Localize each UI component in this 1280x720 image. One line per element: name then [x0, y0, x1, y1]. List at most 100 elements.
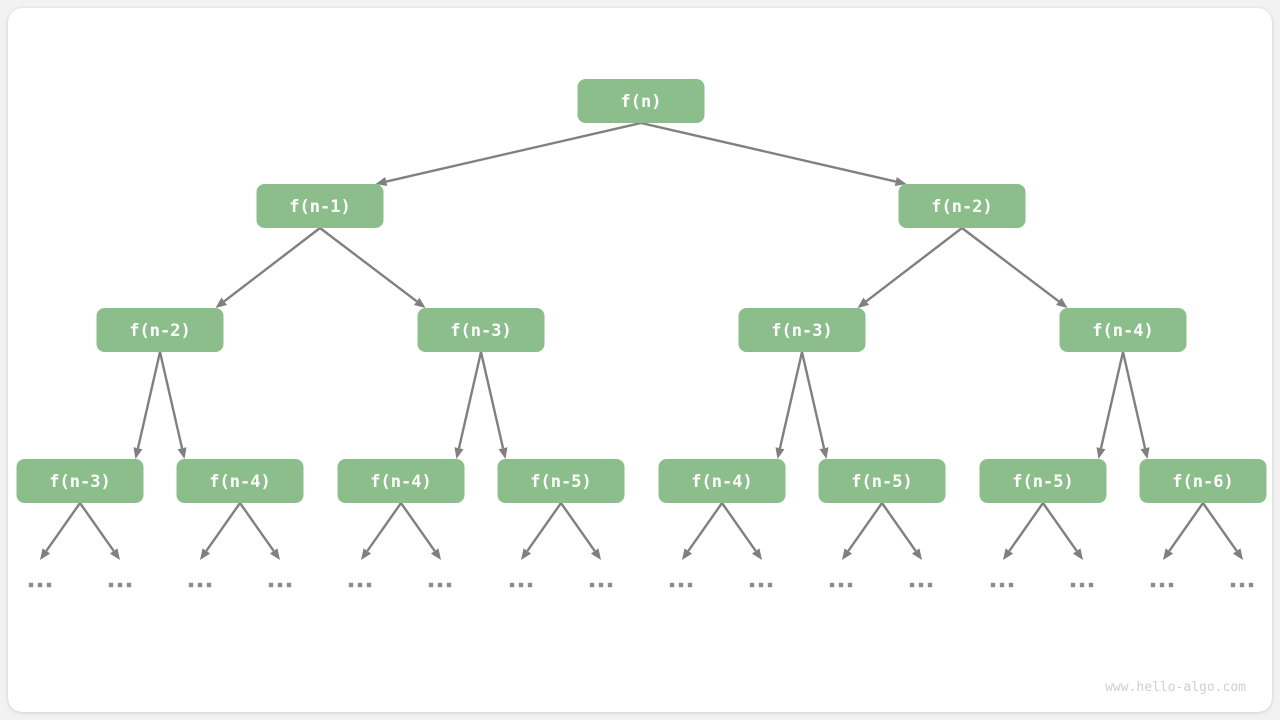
tree-node[interactable]: f(n-2) — [898, 184, 1026, 228]
arrow-head-icon — [1072, 548, 1083, 560]
tree-node[interactable]: f(n-5) — [979, 459, 1107, 503]
ellipsis-dot — [1008, 582, 1014, 588]
tree-node[interactable]: f(n) — [577, 79, 705, 123]
arrow-head-icon — [215, 297, 228, 308]
leaf-edge — [1202, 502, 1243, 560]
edge-line — [721, 502, 757, 552]
node-box — [738, 308, 866, 352]
tree-edge — [479, 351, 508, 459]
tree-edge — [1096, 351, 1125, 459]
node-box — [818, 459, 946, 503]
ellipsis-marker — [1150, 582, 1174, 588]
tree-node[interactable]: f(n-1) — [256, 184, 384, 228]
tree-node[interactable]: f(n-6) — [1139, 459, 1267, 503]
edge-line — [687, 502, 723, 552]
node-box — [497, 459, 625, 503]
ellipsis-dot — [46, 582, 52, 588]
node-box — [16, 459, 144, 503]
ellipsis-dot — [348, 582, 354, 588]
ellipsis-dot — [206, 582, 212, 588]
ellipsis-dot — [1230, 582, 1236, 588]
node-box — [256, 184, 384, 228]
edge-line — [778, 351, 804, 449]
node-label: f(n-4) — [370, 472, 431, 492]
node-box — [577, 79, 705, 123]
leaf-edge — [361, 502, 402, 560]
ellipsis-dot — [767, 582, 773, 588]
edge-line — [847, 502, 883, 552]
arrow-head-icon — [751, 548, 762, 560]
ellipsis-marker — [509, 582, 533, 588]
arrow-head-icon — [200, 548, 211, 560]
edge-line — [136, 351, 162, 449]
ellipsis-dot — [909, 582, 915, 588]
ellipsis-marker — [108, 582, 132, 588]
node-label: f(n-2) — [931, 197, 992, 217]
tree-node[interactable]: f(n-5) — [497, 459, 625, 503]
edge-line — [319, 227, 418, 303]
tree-node[interactable]: f(n-4) — [176, 459, 304, 503]
tree-node[interactable]: f(n-5) — [818, 459, 946, 503]
node-box — [337, 459, 465, 503]
tree-edge — [961, 227, 1068, 308]
ellipsis-dot — [437, 582, 443, 588]
ellipsis-dot — [749, 582, 755, 588]
ellipsis-dot — [589, 582, 595, 588]
ellipsis-dot — [37, 582, 43, 588]
edge-line — [1168, 502, 1204, 552]
tree-node[interactable]: f(n-4) — [337, 459, 465, 503]
tree-edge — [133, 351, 162, 459]
arrow-head-icon — [894, 177, 907, 187]
edge-line — [961, 227, 1060, 303]
arrow-head-icon — [430, 548, 441, 560]
ellipsis-dot — [1248, 582, 1254, 588]
ellipsis-dot — [838, 582, 844, 588]
edge-line — [1008, 502, 1044, 552]
ellipsis-dot — [126, 582, 132, 588]
node-label: f(n-4) — [691, 472, 752, 492]
ellipsis-dot — [758, 582, 764, 588]
tree-node[interactable]: f(n-4) — [658, 459, 786, 503]
node-label: f(n-3) — [771, 321, 832, 341]
arrow-head-icon — [521, 548, 532, 560]
leaf-edge — [842, 502, 883, 560]
edge-line — [865, 227, 963, 303]
ellipsis-marker — [428, 582, 452, 588]
diagram-card — [8, 8, 1272, 712]
node-label: f(n-4) — [209, 472, 270, 492]
tree-node[interactable]: f(n-3) — [417, 308, 545, 352]
arrow-head-icon — [1055, 297, 1068, 308]
ellipsis-marker — [829, 582, 853, 588]
edge-line — [385, 121, 642, 183]
tree-node[interactable]: f(n-4) — [1059, 308, 1187, 352]
tree-node[interactable]: f(n-3) — [738, 308, 866, 352]
tree-node[interactable]: f(n-3) — [16, 459, 144, 503]
ellipsis-marker — [188, 582, 212, 588]
arrow-head-icon — [177, 447, 187, 459]
arrow-head-icon — [133, 447, 143, 459]
arrow-head-icon — [109, 548, 120, 560]
ellipsis-dot — [990, 582, 996, 588]
edges-layer — [40, 121, 1243, 560]
tree-edge — [775, 351, 804, 459]
edge-line — [881, 502, 917, 552]
arrow-head-icon — [842, 548, 853, 560]
arrow-head-icon — [1003, 548, 1014, 560]
arrow-head-icon — [775, 447, 785, 459]
ellipsis-dot — [428, 582, 434, 588]
edge-line — [366, 502, 402, 552]
ellipsis-dot — [117, 582, 123, 588]
ellipsis-dot — [1088, 582, 1094, 588]
node-box — [658, 459, 786, 503]
node-label: f(n-5) — [851, 472, 912, 492]
ellipsis-dot — [188, 582, 194, 588]
ellipsis-dot — [1239, 582, 1245, 588]
leaf-edge — [721, 502, 762, 560]
arrow-head-icon — [1096, 447, 1106, 459]
node-label: f(n-5) — [1012, 472, 1073, 492]
tree-edge — [454, 351, 483, 459]
node-box — [1139, 459, 1267, 503]
tree-node[interactable]: f(n-2) — [96, 308, 224, 352]
ellipsis-dot — [829, 582, 835, 588]
